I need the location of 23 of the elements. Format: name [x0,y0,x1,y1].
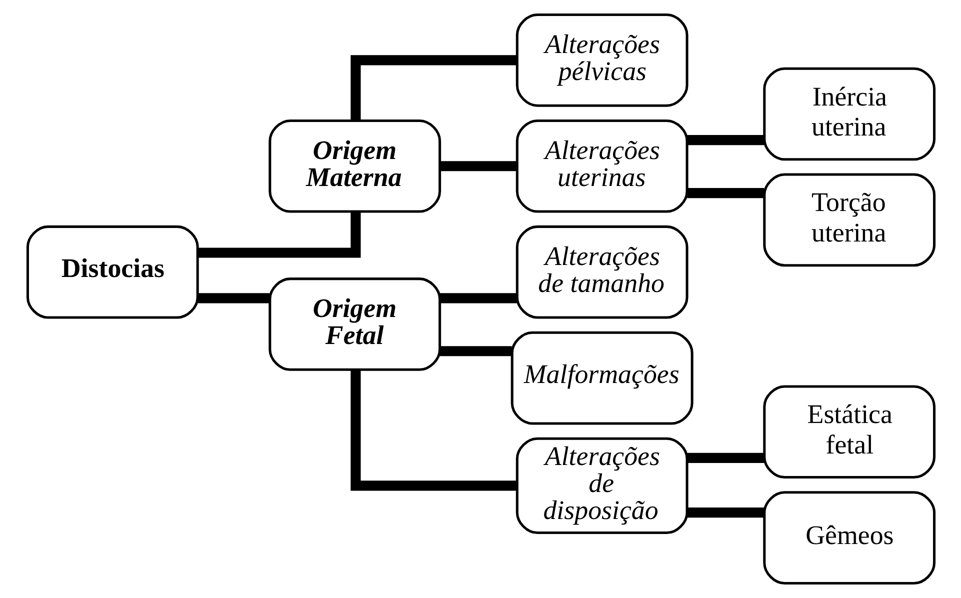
connector [439,293,516,304]
connector [197,212,360,258]
connector [686,508,764,518]
node-box: Origem Materna [268,119,441,213]
node-box: Inércia uterina [762,67,936,161]
connector [686,452,764,463]
node-box: Origem Fetal [268,278,441,371]
node-box: Alterações uterinas [515,119,688,213]
node-box: Torção uterina [762,173,936,267]
connector [350,55,516,121]
node-box: Distocias [26,225,198,319]
node-box: Estática fetal [762,385,936,479]
node-box: Alterações de disposição [515,437,688,534]
connector [686,188,764,198]
connector [350,370,516,491]
connector [439,346,512,356]
node-box: Alterações de tamanho [515,225,688,319]
node-box: Malformações [510,331,693,425]
connector [686,135,764,146]
node-box: Gêmeos [762,491,936,584]
node-box: Alterações pélvicas [515,14,688,107]
connector [198,293,269,304]
connector [439,161,516,172]
